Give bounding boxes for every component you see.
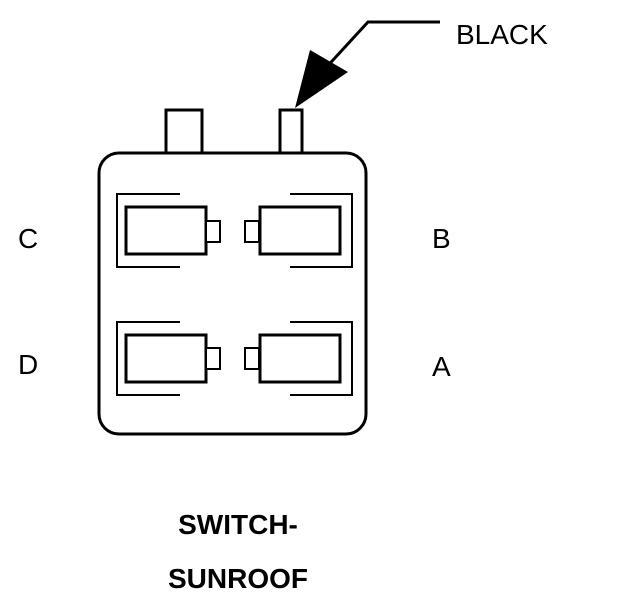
- connector-housing: [97, 151, 368, 436]
- leader-line: [320, 20, 440, 74]
- pin-label-a: A: [432, 351, 451, 382]
- component-title-line1: SWITCH-: [178, 509, 298, 540]
- wire-color-leader: [295, 20, 440, 108]
- pin-label-d: D: [18, 349, 38, 380]
- connector-tab-right-black: [278, 108, 304, 156]
- pin-cavity-c: [116, 193, 221, 268]
- pin-label-c: C: [18, 223, 38, 254]
- wire-color-label: BLACK: [456, 19, 548, 50]
- connector-tab-left: [164, 108, 204, 156]
- pin-cavity-a: [244, 321, 353, 396]
- pin-cavity-b: [244, 193, 353, 268]
- pin-label-b: B: [432, 223, 451, 254]
- component-title-line2: SUNROOF: [168, 563, 308, 594]
- leader-arrowhead: [295, 50, 348, 108]
- pin-cavity-d: [116, 321, 221, 396]
